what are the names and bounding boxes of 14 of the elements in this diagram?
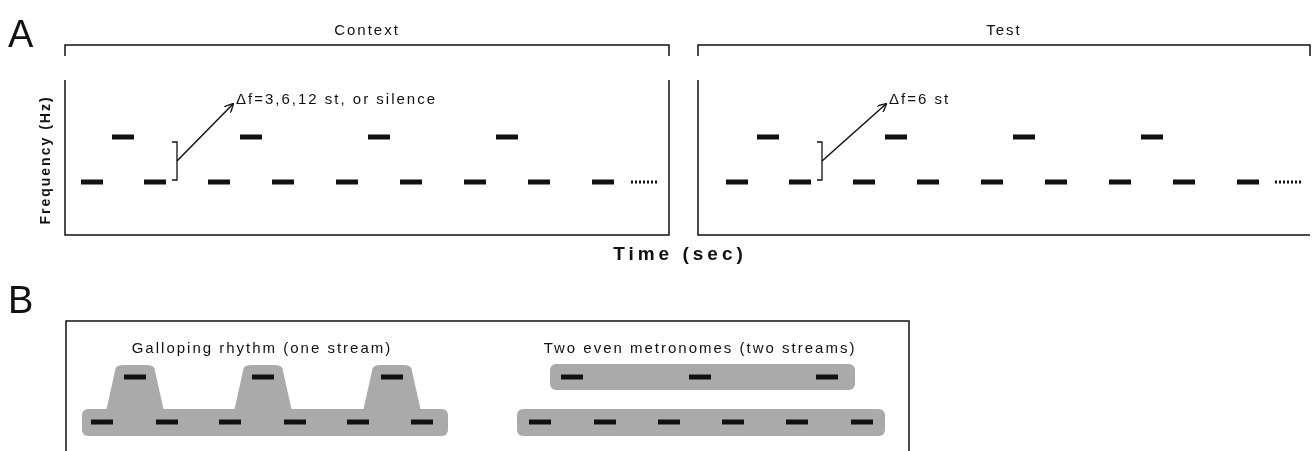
panel-letter: A (8, 14, 34, 54)
leader-arrow (821, 102, 888, 162)
axis-label: Frequency (Hz) (36, 95, 54, 225)
annotation-text: Δf=3,6,12 st, or silence (236, 90, 438, 108)
panel-letter: B (8, 280, 34, 320)
panel-title: Galloping rhythm (one stream) (131, 339, 393, 357)
panel-title: Two even metronomes (two streams) (543, 339, 857, 357)
leader-arrow (176, 102, 235, 162)
interval-bracket (816, 141, 823, 181)
interval-bracket (171, 141, 178, 181)
section-label: Test (986, 21, 1022, 39)
section-label: Context (334, 21, 400, 39)
annotation-text: Δf=6 st (889, 90, 951, 108)
axis-label: Time (sec) (613, 243, 747, 265)
